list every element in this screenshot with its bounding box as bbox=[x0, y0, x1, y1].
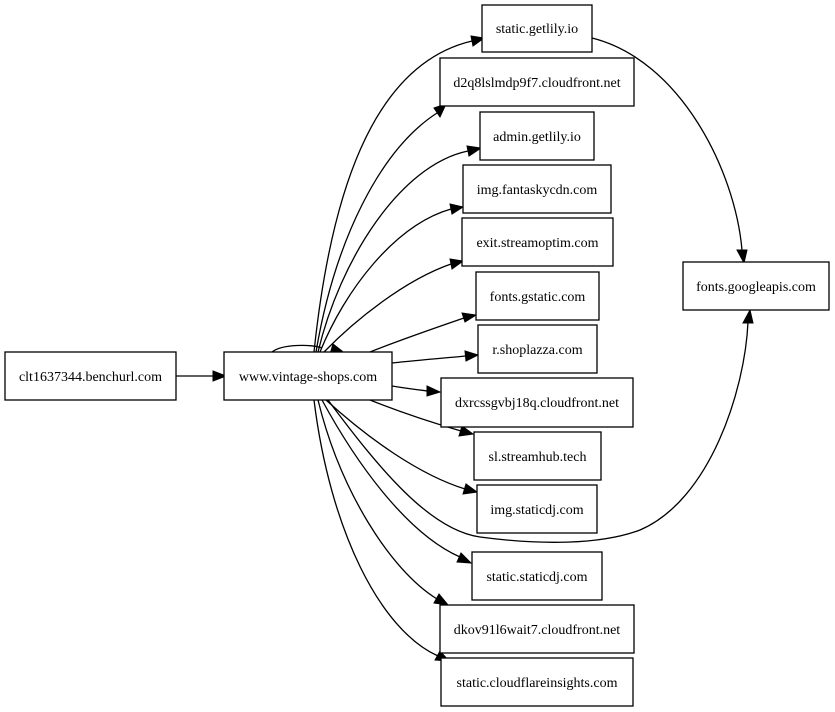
edge-www-to-admin bbox=[317, 145, 483, 353]
node-label: fonts.gstatic.com bbox=[490, 290, 586, 305]
edges bbox=[176, 35, 754, 662]
edge-static-getlily-to-googleapis bbox=[591, 37, 748, 265]
node-label: r.shoplazza.com bbox=[492, 343, 582, 358]
node-label: img.staticdj.com bbox=[490, 503, 583, 518]
edge-www-to-googleapis bbox=[327, 308, 754, 543]
node-label: admin.getlily.io bbox=[493, 130, 581, 145]
edge-www-to-shoplazza bbox=[391, 350, 480, 364]
node-fonts-gstatic: fonts.gstatic.com bbox=[475, 271, 600, 321]
node-clt1637344-benchurl: clt1637344.benchurl.com bbox=[4, 351, 177, 401]
edge-www-to-d2q8 bbox=[315, 103, 447, 353]
edge-www-to-cfinsights bbox=[313, 399, 451, 662]
edge-clt-to-www bbox=[176, 370, 228, 382]
node-label: exit.streamoptim.com bbox=[476, 236, 598, 251]
node-label: d2q8lslmdp9f7.cloudfront.net bbox=[453, 76, 620, 91]
edge-www-to-img-fantasky bbox=[319, 203, 465, 353]
node-d2q8lslmdp9f7-cloudfront: d2q8lslmdp9f7.cloudfront.net bbox=[439, 57, 635, 107]
node-dxrcssgvbj18q-cloudfront: dxrcssgvbj18q.cloudfront.net bbox=[440, 377, 634, 428]
node-sl-streamhub: sl.streamhub.tech bbox=[473, 431, 602, 481]
edge-www-to-static-staticdj bbox=[321, 399, 473, 564]
node-admin-getlily: admin.getlily.io bbox=[479, 111, 595, 161]
node-label: sl.streamhub.tech bbox=[489, 450, 587, 465]
node-label: static.staticdj.com bbox=[486, 570, 587, 585]
node-dkov91l6wait7-cloudfront: dkov91l6wait7.cloudfront.net bbox=[439, 604, 635, 654]
edge-www-to-gstatic bbox=[369, 312, 478, 353]
node-label: dxrcssgvbj18q.cloudfront.net bbox=[455, 396, 619, 411]
nodes: clt1637344.benchurl.com www.vintage-shop… bbox=[4, 4, 830, 707]
edge-www-to-dxrc bbox=[391, 385, 442, 397]
node-img-staticdj: img.staticdj.com bbox=[476, 484, 598, 534]
node-label: img.fantaskycdn.com bbox=[477, 183, 598, 198]
node-img-fantaskycdn: img.fantaskycdn.com bbox=[462, 164, 612, 214]
node-r-shoplazza: r.shoplazza.com bbox=[477, 324, 598, 374]
edge-www-to-static-getlily bbox=[313, 35, 486, 353]
node-static-getlily: static.getlily.io bbox=[481, 4, 593, 53]
node-static-staticdj: static.staticdj.com bbox=[471, 551, 603, 601]
node-fonts-googleapis: fonts.googleapis.com bbox=[682, 261, 830, 311]
edge-www-to-exit bbox=[323, 258, 465, 353]
edge-www-to-dkov bbox=[317, 399, 450, 606]
node-static-cloudflareinsights: static.cloudflareinsights.com bbox=[440, 657, 634, 707]
node-label: clt1637344.benchurl.com bbox=[19, 370, 162, 385]
node-label: static.cloudflareinsights.com bbox=[457, 676, 618, 691]
node-label: static.getlily.io bbox=[496, 22, 578, 37]
edge-www-to-img-staticdj bbox=[325, 399, 479, 495]
node-exit-streamoptim: exit.streamoptim.com bbox=[461, 217, 614, 267]
node-label: www.vintage-shops.com bbox=[239, 370, 377, 385]
edge-www-to-streamhub bbox=[369, 399, 475, 437]
node-label: fonts.googleapis.com bbox=[696, 280, 816, 295]
node-www-vintage-shops: www.vintage-shops.com bbox=[223, 351, 393, 401]
node-label: dkov91l6wait7.cloudfront.net bbox=[454, 623, 621, 638]
